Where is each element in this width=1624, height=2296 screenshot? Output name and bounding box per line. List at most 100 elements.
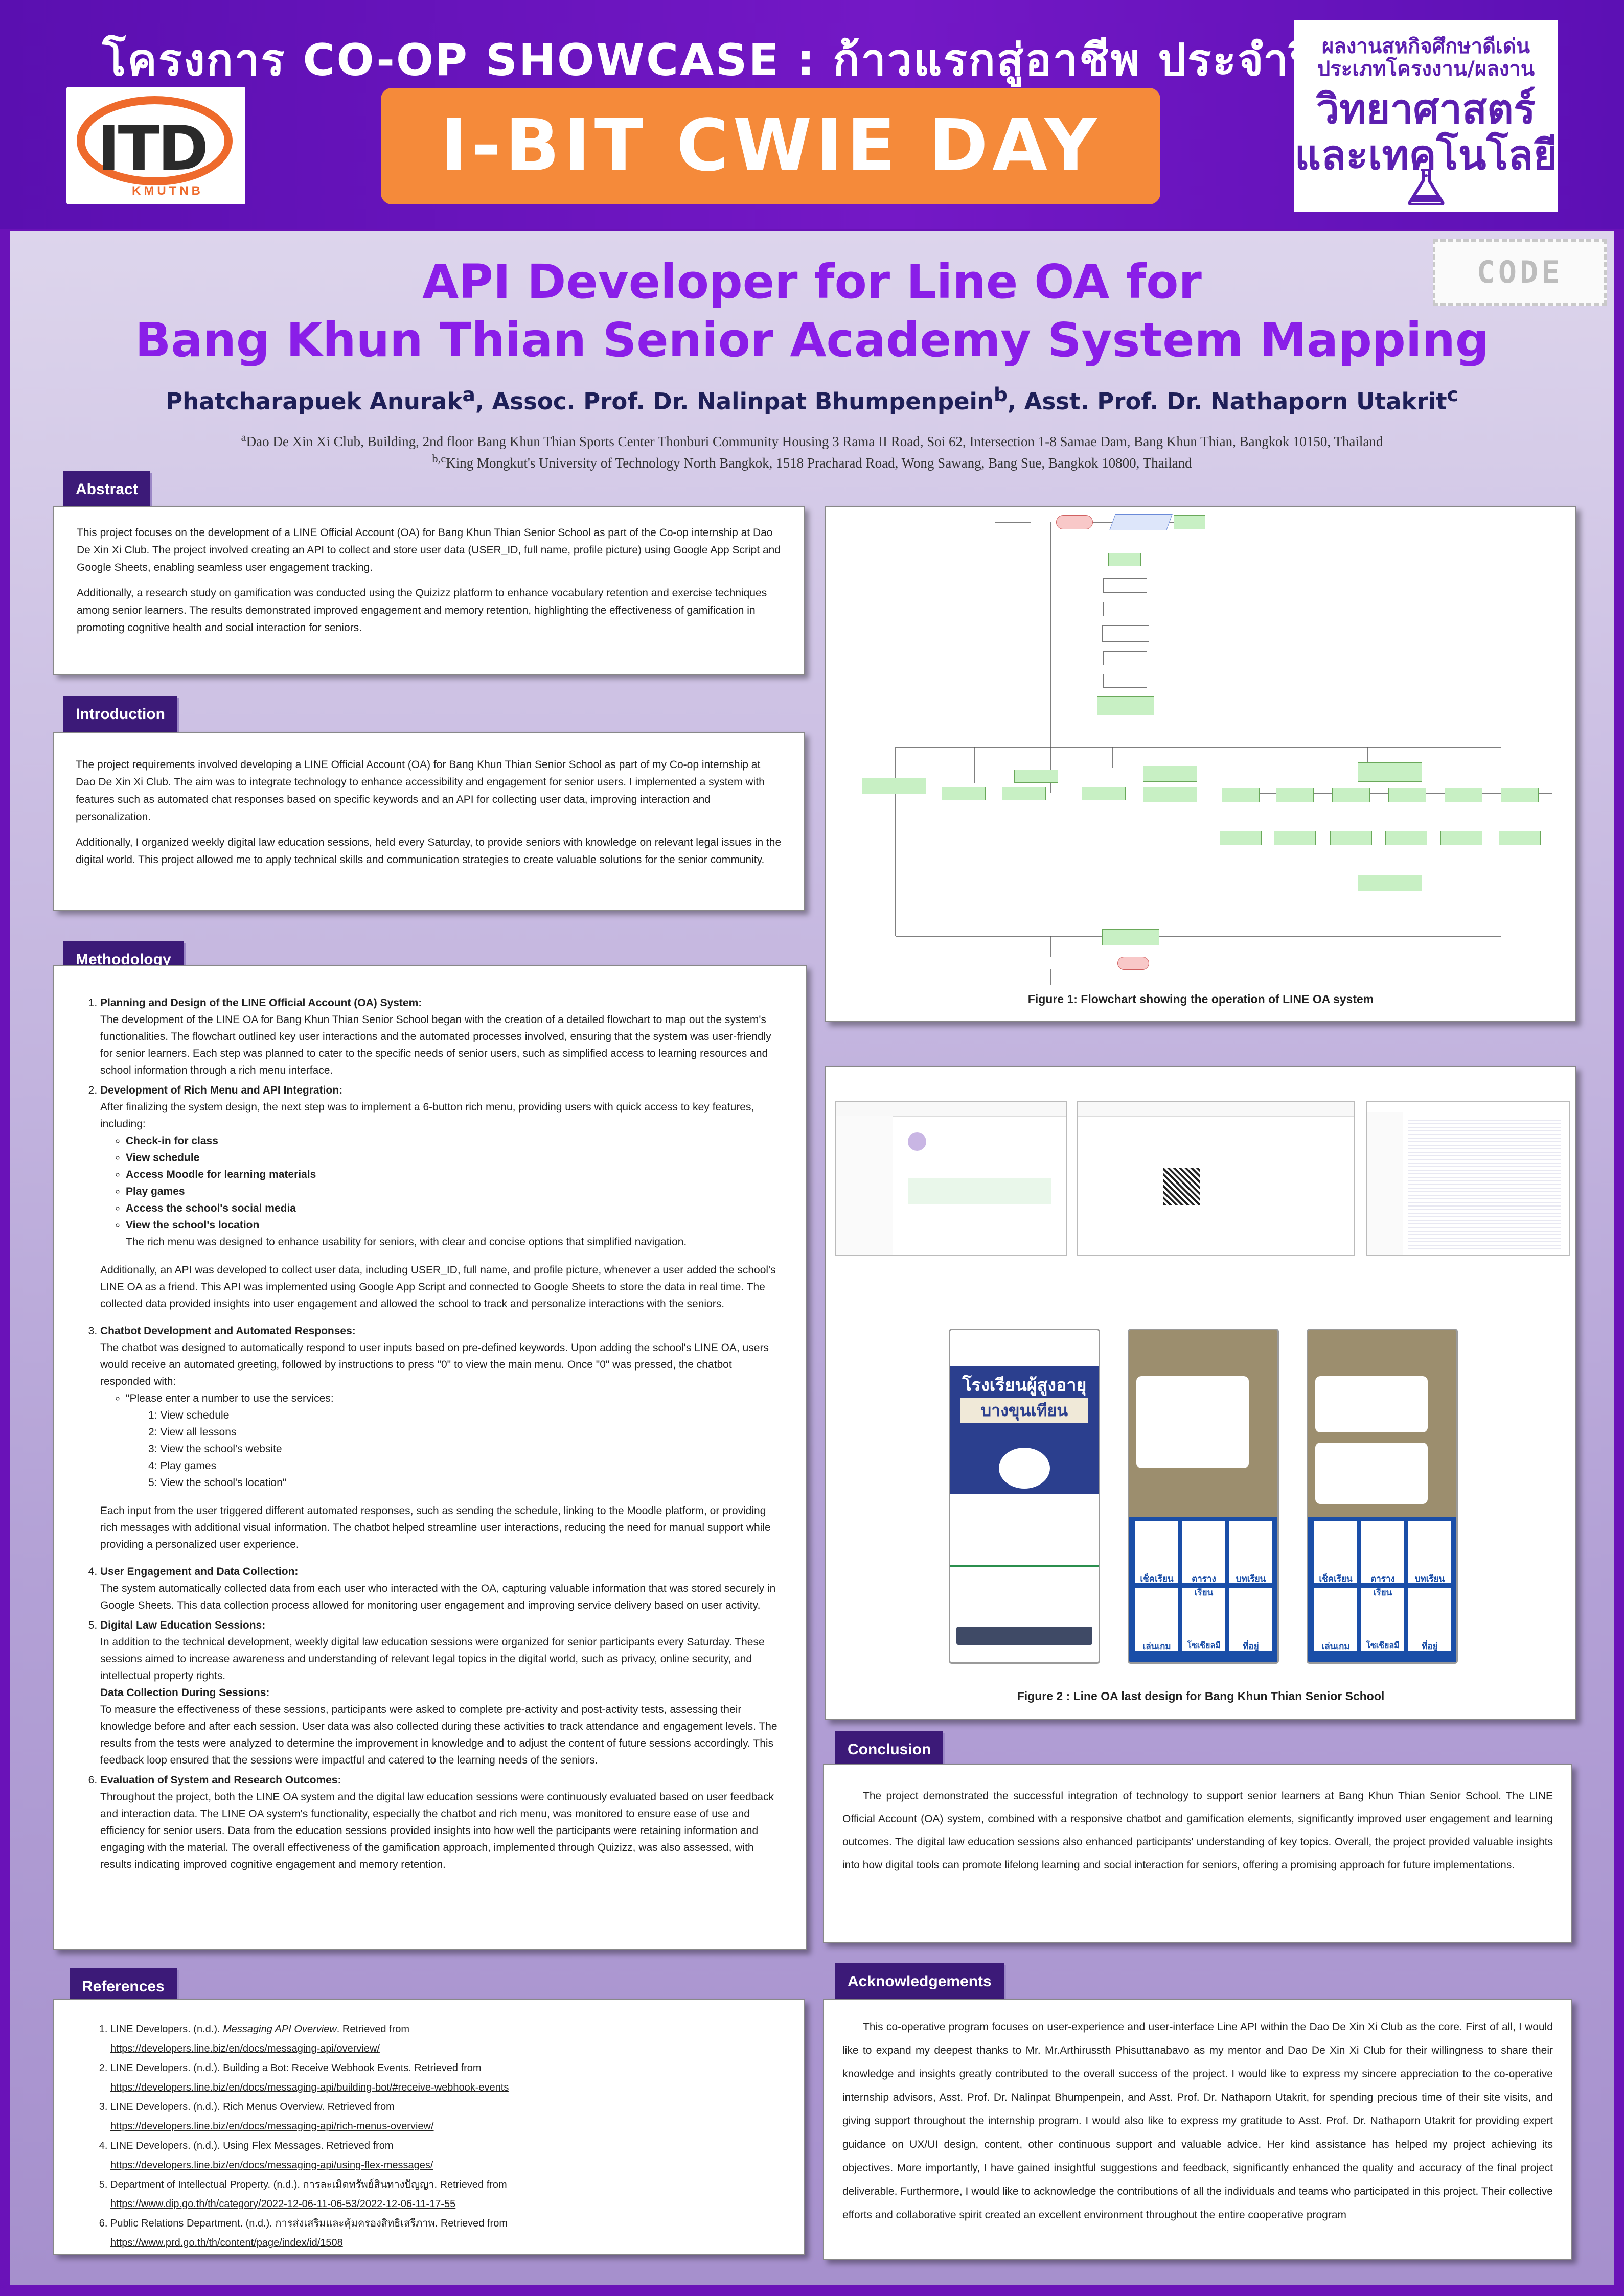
acknowledgements-panel: This co-operative program focuses on use… xyxy=(823,1999,1572,2260)
showcase-title: โครงการ CO-OP SHOWCASE : ก้าวแรกสู่อาชีพ… xyxy=(102,35,1465,86)
reference-item: LINE Developers. (n.d.). Rich Menus Over… xyxy=(110,2097,788,2136)
reference-link[interactable]: https://developers.line.biz/en/docs/mess… xyxy=(110,2121,434,2132)
author-3: , Asst. Prof. Dr. Nathaporn Utakrit xyxy=(1007,388,1447,415)
chat-bubble xyxy=(1315,1376,1428,1432)
tile-label: บทเรียน xyxy=(1236,1574,1266,1584)
rich-menu-tile xyxy=(1361,1521,1404,1583)
author-2-sup: b xyxy=(994,383,1008,406)
acknowledgements-paragraph: This co-operative program focuses on use… xyxy=(842,2021,1553,2221)
step-2-note: The rich menu was designed to enhance us… xyxy=(126,1236,687,1248)
flowchart-decision xyxy=(1109,514,1173,530)
paper-title-line-1: API Developer for Line OA for xyxy=(422,254,1202,309)
tile-label: เช็คเรียน xyxy=(1140,1574,1174,1584)
author-2: , Assoc. Prof. Dr. Nalinpat Bhumpenpein xyxy=(475,388,994,415)
oa-topbar xyxy=(836,1102,1066,1117)
qr-code-icon xyxy=(1163,1168,1200,1205)
tile-label: ตารางเรียน xyxy=(1192,1574,1216,1597)
dev-topbar xyxy=(1078,1102,1354,1117)
abstract-panel: This project focuses on the development … xyxy=(53,506,805,675)
acknowledgements-heading: Acknowledgements xyxy=(835,1963,1004,2000)
phone-tabs xyxy=(950,1545,1099,1567)
step-3-heading: Chatbot Development and Automated Respon… xyxy=(100,1325,356,1337)
chat-bubble xyxy=(1136,1376,1249,1468)
reference-item: LINE Developers. (n.d.). Using Flex Mess… xyxy=(110,2136,788,2175)
rich-menu: เช็คเรียน ตารางเรียน บทเรียน เล่นเกม โซเ… xyxy=(1308,1517,1456,1662)
step-5-body: In addition to the technical development… xyxy=(100,1636,765,1682)
reference-link[interactable]: https://www.dip.go.th/th/category/2022-1… xyxy=(110,2198,456,2210)
abstract-paragraph-2: Additionally, a research study on gamifi… xyxy=(77,587,767,634)
reference-item: Department of Intellectual Property. (n.… xyxy=(110,2175,788,2214)
flowchart-node xyxy=(1445,788,1482,802)
rich-menu-tile xyxy=(1314,1588,1357,1651)
phone-add-button xyxy=(956,1627,1092,1645)
step-3-body: The chatbot was designed to automaticall… xyxy=(100,1342,769,1387)
author-list: Phatcharapuek Anuraka, Assoc. Prof. Dr. … xyxy=(0,383,1624,415)
code-lines xyxy=(1408,1117,1561,1250)
rich-menu: เช็คเรียน ตารางเรียน บทเรียน เล่นเกม โซเ… xyxy=(1129,1517,1277,1662)
rich-menu-tile xyxy=(1229,1521,1272,1583)
conclusion-paragraph: The project demonstrated the successful … xyxy=(842,1790,1553,1871)
figure-2-panel: โรงเรียนผู้สูงอายุ บางขุนเทียน เช็คเรียน… xyxy=(825,1066,1576,1720)
tile-label: เล่นเกม xyxy=(1321,1641,1350,1651)
feature-item: View the school's location xyxy=(126,1217,785,1234)
step-5-sub-body: To measure the effectiveness of these se… xyxy=(100,1704,777,1766)
code-placeholder: CODE xyxy=(1433,239,1607,306)
method-step-3: Chatbot Development and Automated Respon… xyxy=(100,1323,785,1553)
flowchart-step xyxy=(1103,578,1147,593)
reference-link[interactable]: https://developers.line.biz/en/docs/mess… xyxy=(110,2160,433,2171)
step-5-subheading: Data Collection During Sessions: xyxy=(100,1687,270,1699)
figure-2-caption: Figure 2 : Line OA last design for Bang … xyxy=(1017,1689,1385,1703)
figure-1-caption: Figure 1: Flowchart showing the operatio… xyxy=(1027,992,1374,1006)
reference-link[interactable]: https://www.prd.go.th/th/content/page/in… xyxy=(110,2237,343,2248)
badge-line-3: วิทยาศาสตร์ xyxy=(1316,85,1536,133)
flowchart-connectors xyxy=(895,522,1552,985)
reference-item: LINE Developers. (n.d.). Messaging API O… xyxy=(110,2020,788,2058)
step-2-api: Additionally, an API was developed to co… xyxy=(100,1264,776,1310)
step-4-body: The system automatically collected data … xyxy=(100,1583,776,1611)
flowchart-node xyxy=(862,778,926,794)
flowchart-node xyxy=(942,787,986,800)
flowchart-node xyxy=(1220,831,1262,845)
flowchart-step xyxy=(1102,625,1149,642)
reference-list: LINE Developers. (n.d.). Messaging API O… xyxy=(70,2020,788,2253)
author-3-sup: c xyxy=(1447,383,1458,406)
flowchart-node xyxy=(1082,787,1126,800)
tile-label: ตารางเรียน xyxy=(1370,1574,1395,1597)
badge-line-2: ประเภทโครงงาน/ผลงาน xyxy=(1317,57,1535,81)
reference-link[interactable]: https://developers.line.biz/en/docs/mess… xyxy=(110,2043,380,2054)
method-step-1: Planning and Design of the LINE Official… xyxy=(100,994,785,1079)
step-3-after: Each input from the user triggered diffe… xyxy=(100,1505,771,1550)
reference-item: Public Relations Department. (n.d.). การ… xyxy=(110,2214,788,2253)
phone-chat-screen-2: เช็คเรียน ตารางเรียน บทเรียน เล่นเกม โซเ… xyxy=(1307,1329,1458,1664)
phone-chat-screen-1: เช็คเรียน ตารางเรียน บทเรียน เล่นเกม โซเ… xyxy=(1128,1329,1279,1664)
chatbot-menu-item: 2: View all lessons xyxy=(148,1426,237,1438)
tile-label: เล่นเกม xyxy=(1142,1641,1171,1651)
flowchart-step xyxy=(1103,602,1147,616)
figure-1-panel: Figure 1: Flowchart showing the operatio… xyxy=(825,506,1576,1022)
step-2-body: After finalizing the system design, the … xyxy=(100,1101,754,1130)
poster-footer-strip xyxy=(0,2285,1624,2296)
paper-title-line-2: Bang Khun Thian Senior Academy System Ma… xyxy=(135,313,1489,367)
reference-link[interactable]: https://developers.line.biz/en/docs/mess… xyxy=(110,2082,509,2093)
itd-logo-sub: KMUTNB xyxy=(132,184,203,198)
step-1-body: The development of the LINE OA for Bang … xyxy=(100,1014,771,1076)
rich-menu-tile xyxy=(1408,1521,1451,1583)
flowchart-node xyxy=(1014,770,1058,783)
banner-line-2: บางขุนเทียน xyxy=(960,1398,1088,1423)
flowchart-node xyxy=(1274,831,1316,845)
chatbot-menu-item: 4: Play games xyxy=(148,1460,217,1472)
chatbot-menu-item: 3: View the school's website xyxy=(148,1443,282,1455)
flowchart-node xyxy=(1330,831,1372,845)
oa-sidebar xyxy=(836,1116,893,1255)
flowchart-end xyxy=(1117,957,1149,970)
profile-avatar xyxy=(999,1448,1050,1489)
abstract-paragraph-1: This project focuses on the development … xyxy=(77,527,781,573)
affiliation-2-sup: b,c xyxy=(432,452,446,465)
flowchart-node xyxy=(1097,696,1154,715)
flowchart-node xyxy=(1276,788,1314,802)
flowchart-node xyxy=(1385,831,1427,845)
script-topbar xyxy=(1367,1102,1569,1112)
flowchart-step xyxy=(1103,674,1147,688)
introduction-paragraph-1: The project requirements involved develo… xyxy=(76,759,765,823)
introduction-heading: Introduction xyxy=(63,696,177,733)
